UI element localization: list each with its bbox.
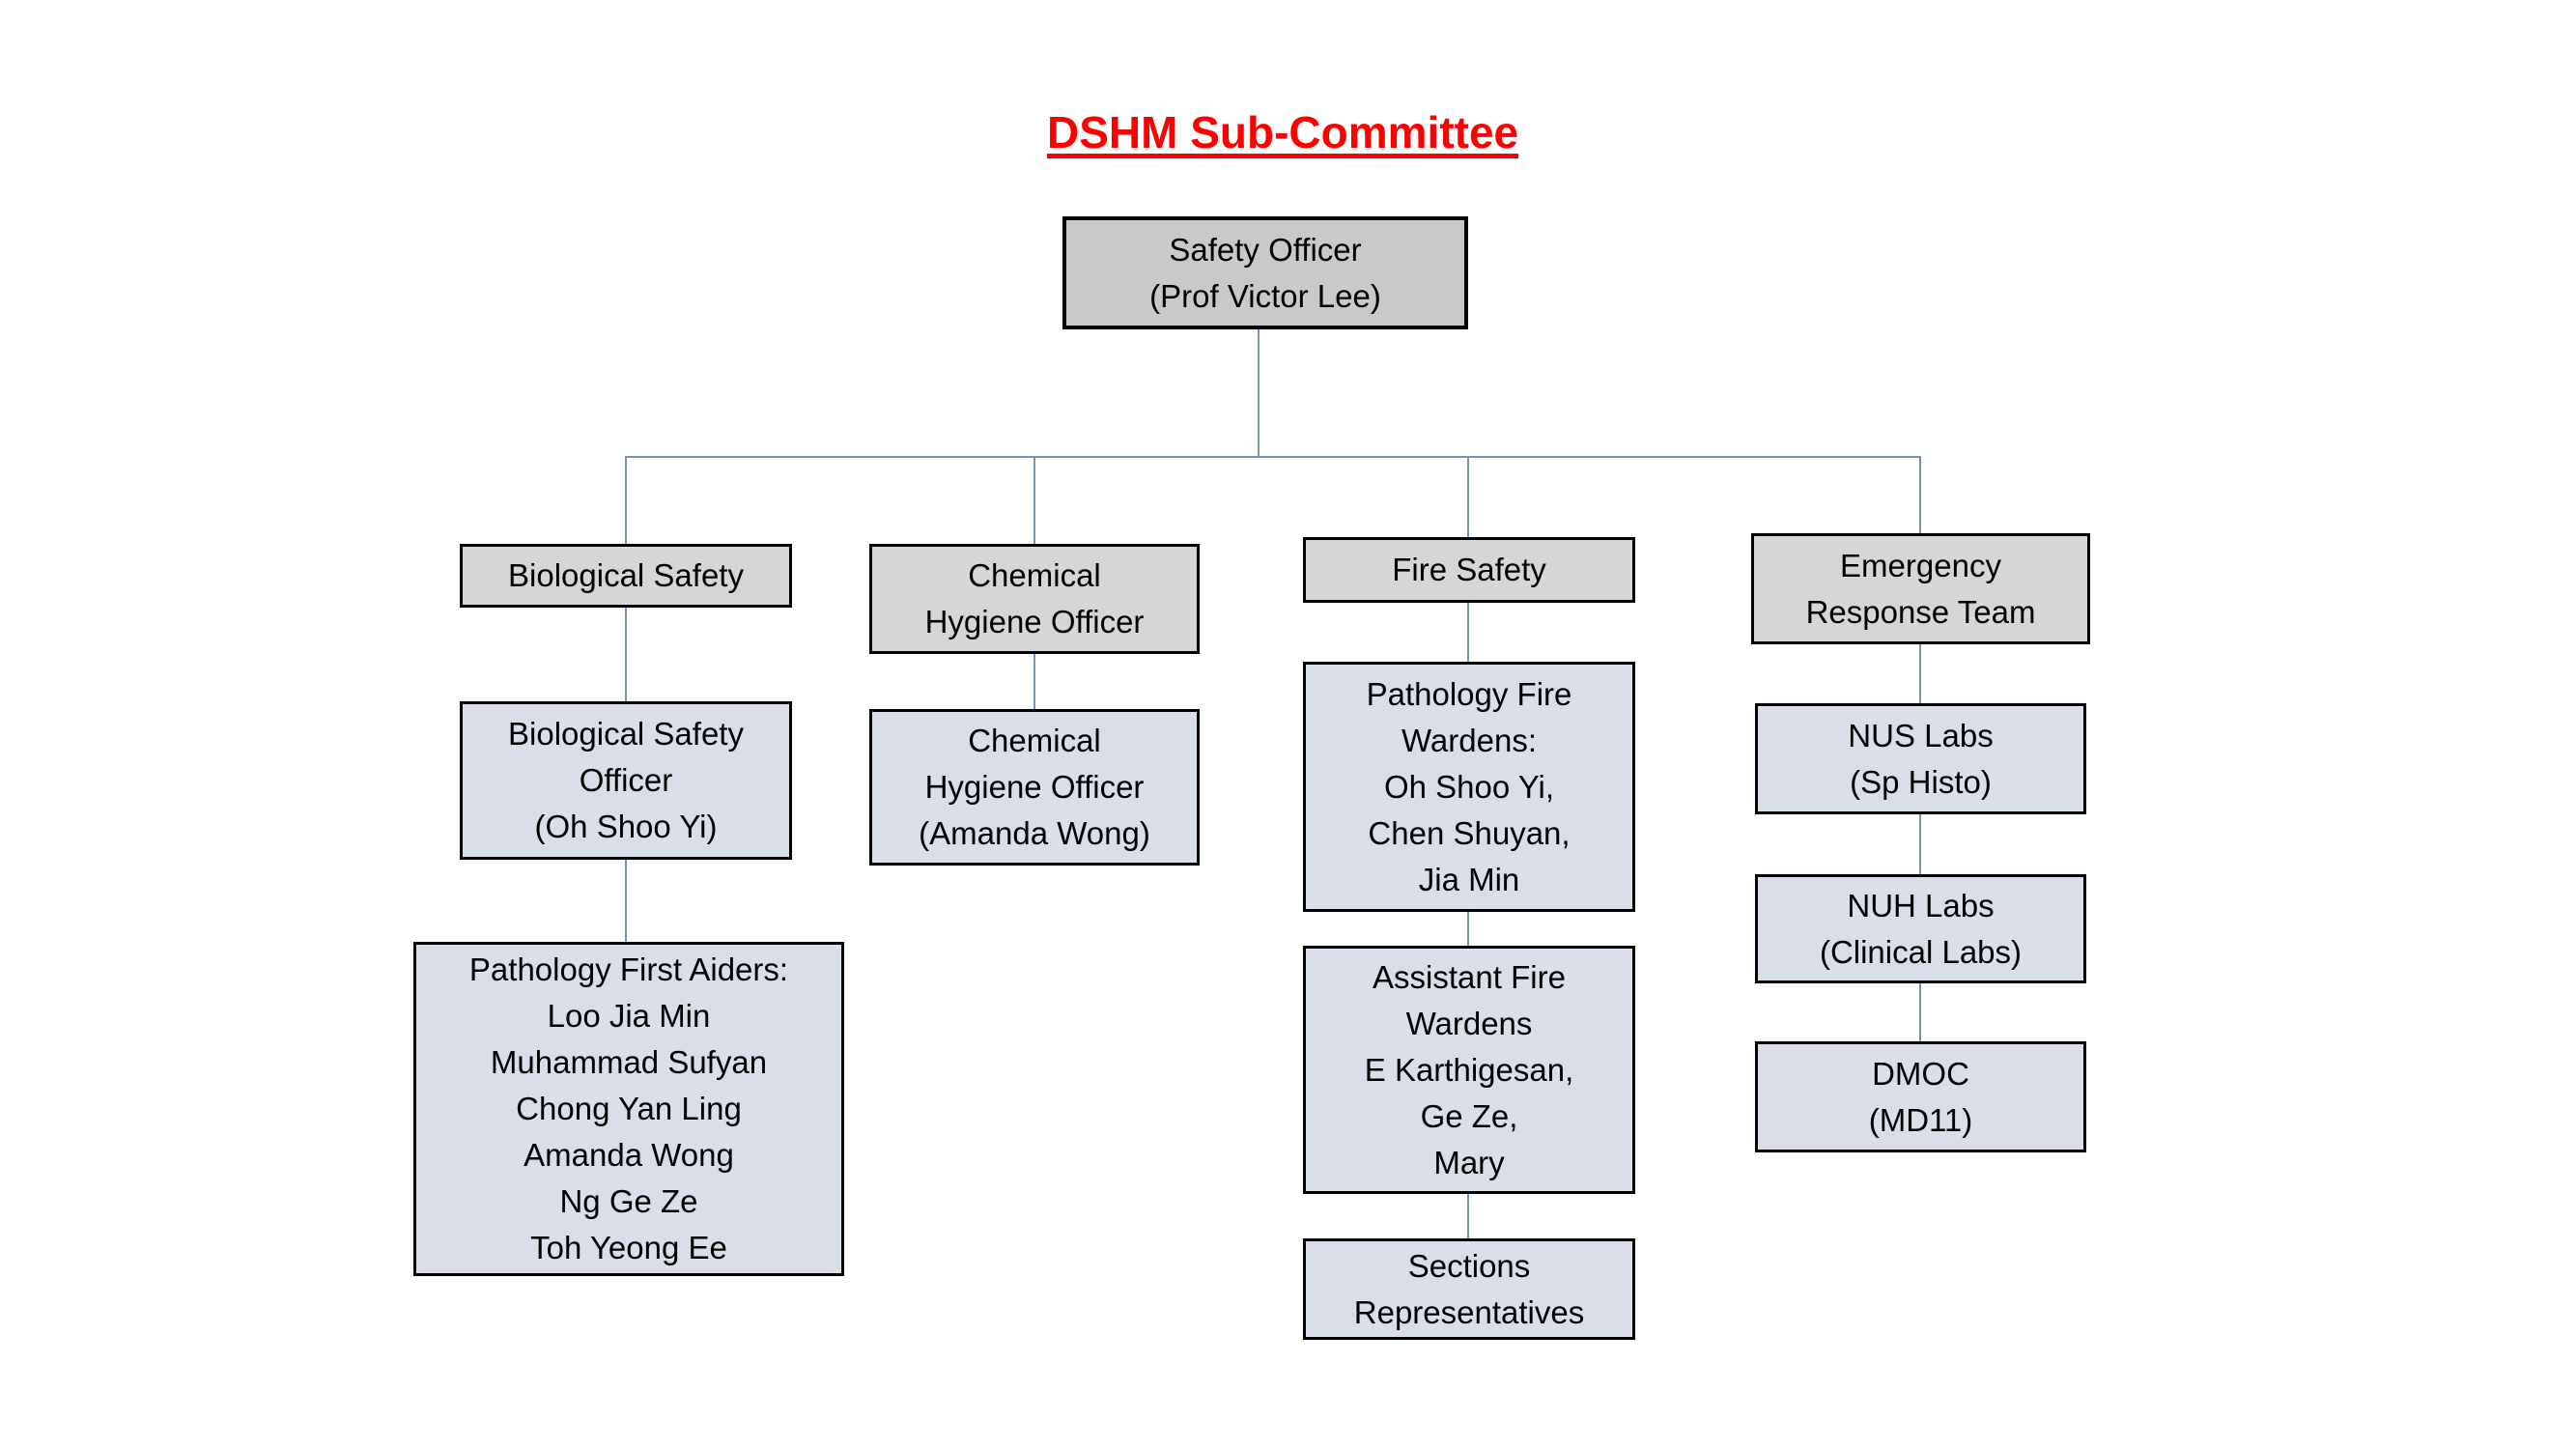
org-box-pathology-first-aiders: Pathology First Aiders: Loo Jia Min Muha… — [413, 942, 844, 1276]
org-box-nus-labs: NUS Labs (Sp Histo) — [1755, 703, 2086, 814]
connector-root-drop — [1258, 329, 1260, 457]
connector-horizontal-rail — [625, 456, 1921, 458]
org-box-fire-safety-header: Fire Safety — [1303, 537, 1635, 603]
org-box-pathology-fire-wardens: Pathology Fire Wardens: Oh Shoo Yi, Chen… — [1303, 662, 1635, 912]
page-title: DSHM Sub-Committee — [1047, 107, 1519, 157]
org-box-nuh-labs: NUH Labs (Clinical Labs) — [1755, 874, 2086, 983]
connector-fire-3 — [1467, 1194, 1469, 1238]
org-box-chemical-hygiene-officer: Chemical Hygiene Officer (Amanda Wong) — [869, 709, 1200, 866]
org-box-emergency-response-team-header: Emergency Response Team — [1751, 533, 2090, 644]
org-box-biological-safety-header: Biological Safety — [460, 544, 792, 608]
connector-chemical-1 — [1033, 654, 1035, 709]
connector-drop-emergency — [1919, 457, 1921, 533]
org-box-biological-safety-officer: Biological Safety Officer (Oh Shoo Yi) — [460, 701, 792, 860]
connector-emergency-2 — [1919, 814, 1921, 874]
connector-emergency-1 — [1919, 644, 1921, 703]
org-box-sections-representatives: Sections Representatives — [1303, 1238, 1635, 1340]
connector-biological-2 — [625, 860, 627, 942]
connector-drop-fire — [1467, 457, 1469, 537]
connector-fire-2 — [1467, 912, 1469, 946]
org-box-dmoc: DMOC (MD11) — [1755, 1041, 2086, 1152]
org-box-assistant-fire-wardens: Assistant Fire Wardens E Karthigesan, Ge… — [1303, 946, 1635, 1194]
connector-biological-1 — [625, 608, 627, 701]
connector-fire-1 — [1467, 603, 1469, 662]
connector-drop-chemical — [1033, 457, 1035, 544]
connector-emergency-3 — [1919, 983, 1921, 1041]
org-box-chemical-hygiene-header: Chemical Hygiene Officer — [869, 544, 1200, 654]
org-box-safety-officer: Safety Officer (Prof Victor Lee) — [1062, 216, 1468, 329]
connector-drop-biological — [625, 457, 627, 544]
